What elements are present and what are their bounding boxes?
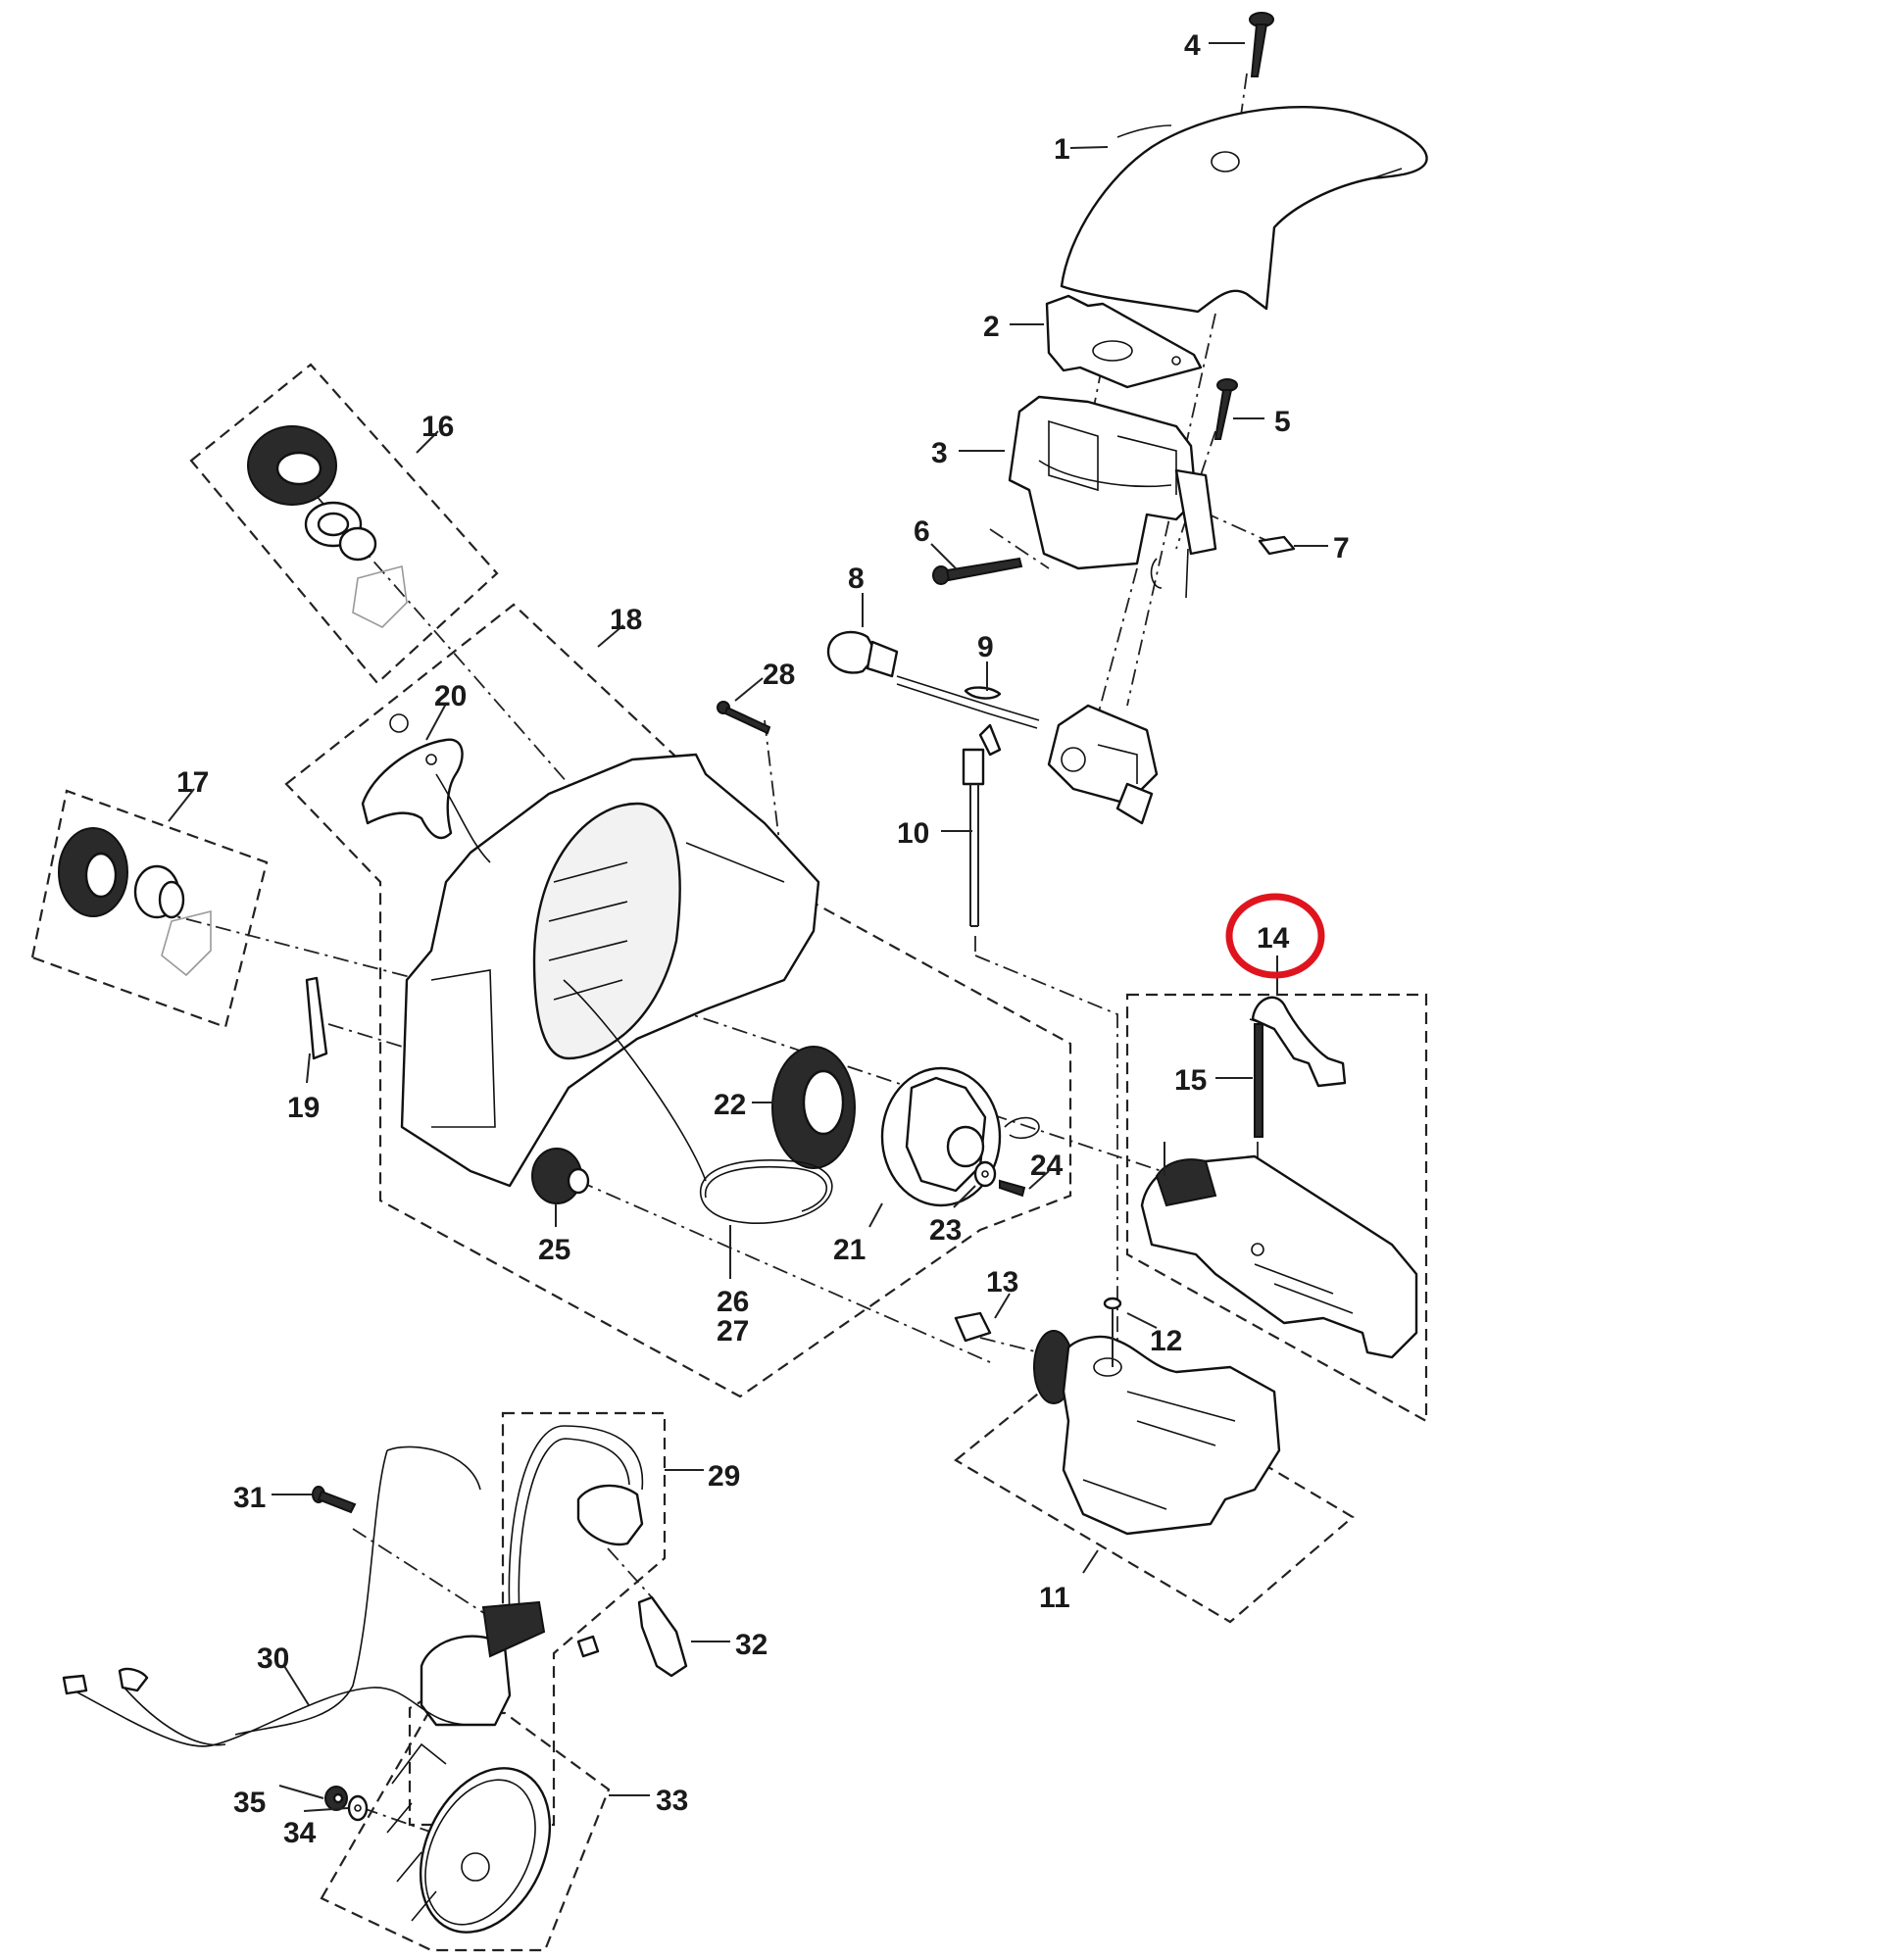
starter-rope-loop bbox=[1004, 1116, 1040, 1139]
callout-5[interactable]: 5 bbox=[1274, 406, 1291, 438]
callout-28[interactable]: 28 bbox=[763, 659, 795, 691]
part-19-clip[interactable] bbox=[305, 976, 328, 1060]
highlight-circle-14 bbox=[1225, 893, 1325, 979]
group-box-17 bbox=[30, 789, 269, 1029]
part-35-nut[interactable] bbox=[324, 1786, 348, 1811]
part-22-recoil-spring[interactable] bbox=[771, 1046, 856, 1169]
group-box-16 bbox=[189, 363, 499, 685]
callout-11[interactable]: 11 bbox=[1039, 1582, 1070, 1614]
callout-10[interactable]: 10 bbox=[897, 817, 929, 850]
callout-29[interactable]: 29 bbox=[708, 1460, 740, 1493]
callout-31[interactable]: 31 bbox=[233, 1482, 266, 1514]
part-1-top-cover[interactable] bbox=[1060, 106, 1428, 314]
part-20-starter-handle[interactable] bbox=[361, 713, 491, 863]
callout-33[interactable]: 33 bbox=[656, 1785, 688, 1817]
callout-24[interactable]: 24 bbox=[1030, 1150, 1064, 1182]
callout-27[interactable]: 27 bbox=[717, 1315, 749, 1348]
part-14-oil-tank[interactable] bbox=[1140, 996, 1418, 1359]
callout-1[interactable]: 1 bbox=[1054, 133, 1070, 166]
callout-22[interactable]: 22 bbox=[714, 1089, 746, 1121]
axis-line-31 bbox=[352, 1528, 491, 1618]
callout-21[interactable]: 21 bbox=[833, 1234, 866, 1266]
callout-9[interactable]: 9 bbox=[977, 631, 994, 663]
callout-19[interactable]: 19 bbox=[287, 1092, 320, 1124]
part-29-ignition-lead[interactable] bbox=[508, 1425, 644, 1618]
part-21-pulley[interactable] bbox=[880, 1066, 1002, 1207]
callout-26[interactable]: 26 bbox=[717, 1286, 749, 1318]
callout-14[interactable]: 14 bbox=[1257, 922, 1290, 955]
part-25-damper[interactable] bbox=[531, 1148, 590, 1204]
part-16-clutch-drum[interactable] bbox=[247, 425, 408, 628]
part-7-clip[interactable] bbox=[1258, 535, 1296, 556]
part-2-plate[interactable] bbox=[1045, 294, 1203, 389]
callout-2[interactable]: 2 bbox=[983, 311, 1000, 343]
axis-line-17 bbox=[156, 910, 422, 981]
callout-4[interactable]: 4 bbox=[1184, 29, 1201, 62]
part-11-fuel-tank[interactable] bbox=[1033, 1330, 1281, 1536]
part-carburetor[interactable] bbox=[1047, 704, 1159, 825]
part-32-spark-plug[interactable] bbox=[637, 1595, 688, 1678]
axis-line-7 bbox=[1175, 499, 1275, 545]
group-box-11 bbox=[954, 1355, 1355, 1624]
axis-line-25 bbox=[577, 1180, 991, 1363]
part-ignition-module[interactable] bbox=[420, 1600, 600, 1727]
callout-34[interactable]: 34 bbox=[283, 1817, 317, 1849]
part-33-flywheel[interactable] bbox=[386, 1742, 575, 1953]
part-13-fitting[interactable] bbox=[954, 1311, 992, 1343]
part-28-screw[interactable] bbox=[717, 701, 771, 735]
part-4-screw[interactable] bbox=[1249, 12, 1274, 77]
callout-7[interactable]: 7 bbox=[1333, 532, 1350, 564]
part-24-screw[interactable] bbox=[999, 1179, 1026, 1198]
axis-line-carb bbox=[1097, 567, 1138, 716]
callout-12[interactable]: 12 bbox=[1150, 1325, 1182, 1357]
callout-15[interactable]: 15 bbox=[1174, 1064, 1207, 1097]
callout-32[interactable]: 32 bbox=[735, 1629, 768, 1661]
axis-line-6 bbox=[989, 528, 1050, 569]
part-31-screw[interactable] bbox=[312, 1486, 357, 1514]
axis-line-32 bbox=[607, 1547, 653, 1598]
callout-30[interactable]: 30 bbox=[257, 1642, 289, 1675]
callout-8[interactable]: 8 bbox=[848, 563, 865, 595]
part-23-washer[interactable] bbox=[973, 1160, 997, 1188]
callout-35[interactable]: 35 bbox=[233, 1787, 266, 1819]
callout-3[interactable]: 3 bbox=[931, 437, 948, 469]
callout-23[interactable]: 23 bbox=[929, 1214, 962, 1247]
part-8-primer-bulb[interactable] bbox=[826, 630, 899, 678]
part-26-27-starter-rope[interactable] bbox=[563, 979, 833, 1224]
part-17-clutch-drum[interactable] bbox=[58, 827, 212, 977]
callout-6[interactable]: 6 bbox=[914, 515, 930, 548]
part-9-fuel-line[interactable] bbox=[896, 675, 1040, 757]
part-34-washer[interactable] bbox=[347, 1794, 369, 1822]
group-box-18 bbox=[284, 603, 1072, 1398]
part-30-wire-harness[interactable] bbox=[62, 1446, 481, 1747]
part-10-fuel-pickup[interactable] bbox=[962, 748, 985, 927]
part-5-screw[interactable] bbox=[1213, 378, 1238, 440]
leader-lines bbox=[168, 42, 1328, 1812]
part-3-housing[interactable] bbox=[1008, 395, 1217, 599]
part-12-filter[interactable] bbox=[1103, 1297, 1122, 1367]
axis-line-1-3 bbox=[1126, 313, 1216, 707]
callout-20[interactable]: 20 bbox=[434, 680, 467, 712]
callout-25[interactable]: 25 bbox=[538, 1234, 570, 1266]
axis-line-10-12 bbox=[974, 955, 1118, 1372]
part-18-starter-housing[interactable] bbox=[400, 753, 820, 1188]
callout-17[interactable]: 17 bbox=[176, 766, 209, 799]
callout-13[interactable]: 13 bbox=[986, 1266, 1018, 1298]
part-6-screw[interactable] bbox=[932, 557, 1023, 585]
callout-18[interactable]: 18 bbox=[610, 604, 642, 636]
callout-16[interactable]: 16 bbox=[421, 411, 454, 443]
